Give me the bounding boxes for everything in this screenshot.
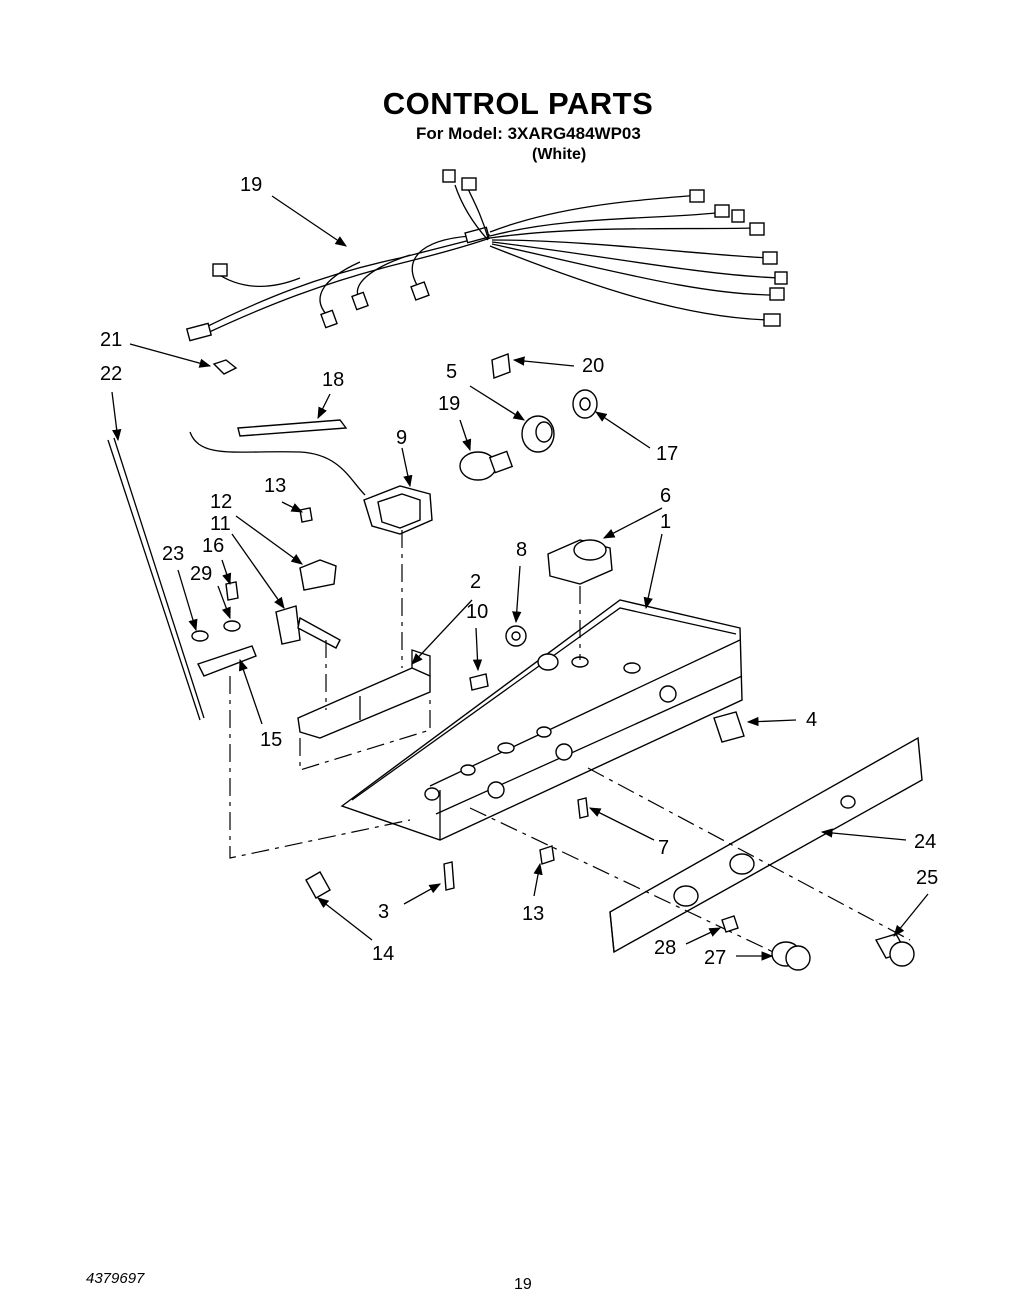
callout-13-lower: 13 — [522, 903, 544, 925]
screw-13-upper — [299, 507, 313, 523]
screw-13-lower — [539, 845, 555, 865]
page-number: 19 — [514, 1276, 532, 1293]
washer-24 — [191, 630, 209, 642]
callout-4: 4 — [806, 709, 817, 731]
screw-7 — [577, 797, 589, 819]
washer-29 — [223, 620, 241, 632]
tube-18 — [237, 419, 348, 437]
callout-25: 24 — [914, 831, 936, 853]
page-title: CONTROL PARTS — [382, 86, 654, 121]
knob-8 — [505, 625, 527, 647]
callout-23: 22 — [100, 363, 122, 385]
knob-27 — [771, 941, 811, 971]
callout-8: 8 — [516, 539, 527, 561]
thermostat-9 — [363, 485, 433, 535]
callout-6: 6 — [660, 485, 671, 507]
callout-15: 15 — [260, 729, 282, 751]
screw-16 — [225, 581, 239, 601]
clip-14 — [305, 871, 331, 899]
light-socket-5 — [521, 415, 555, 453]
lever-15 — [197, 645, 257, 677]
knob-26 — [874, 933, 915, 967]
leader-arrows — [111, 195, 929, 961]
callout-12: 12 — [210, 491, 232, 513]
callout-10: 10 — [466, 601, 488, 623]
callout-7: 7 — [658, 837, 669, 859]
clip-4 — [713, 711, 745, 743]
callout-29: 29 — [190, 563, 212, 585]
callout-labels: 19 21 22 18 5 20 19 17 9 13 12 11 16 23 … — [100, 174, 938, 969]
document-number: 4379697 — [86, 1270, 145, 1287]
callout-2: 2 — [470, 571, 481, 593]
model-color: (White) — [532, 146, 587, 163]
callout-13-upper: 13 — [264, 475, 286, 497]
callout-18: 18 — [322, 369, 344, 391]
bracket-2 — [297, 649, 431, 739]
clip-22 — [212, 359, 238, 375]
wire-harness — [185, 169, 788, 342]
callout-16: 16 — [202, 535, 224, 557]
shaft-11 — [275, 605, 341, 649]
clip-21 — [491, 353, 511, 379]
control-panel-25 — [609, 736, 923, 954]
defrost-timer-6 — [547, 539, 613, 585]
callout-26: 25 — [916, 867, 938, 889]
model-number: For Model: 3XARG484WP03 — [416, 124, 641, 143]
rod-23 — [107, 437, 205, 721]
callout-3: 3 — [378, 901, 389, 923]
callout-20: 19 — [240, 174, 262, 196]
callout-24: 23 — [162, 543, 184, 565]
callout-28: 28 — [654, 937, 676, 959]
callout-11: 11 — [210, 513, 231, 535]
callout-1: 1 — [660, 511, 671, 533]
callout-14: 14 — [372, 943, 394, 965]
callout-5: 5 — [446, 361, 457, 383]
callout-27: 27 — [704, 947, 726, 969]
screw-10 — [469, 673, 489, 691]
callout-19: 19 — [438, 393, 460, 415]
callout-17: 17 — [656, 443, 678, 465]
callout-21: 20 — [582, 355, 604, 377]
control-housing-1 — [340, 599, 743, 841]
callout-9: 9 — [396, 427, 407, 449]
bracket-12 — [299, 559, 337, 591]
screw-3 — [443, 861, 455, 891]
socket-ring-17 — [572, 389, 598, 419]
callout-22: 21 — [100, 329, 122, 351]
clip-28 — [721, 915, 739, 933]
light-bulb-19 — [459, 450, 514, 481]
